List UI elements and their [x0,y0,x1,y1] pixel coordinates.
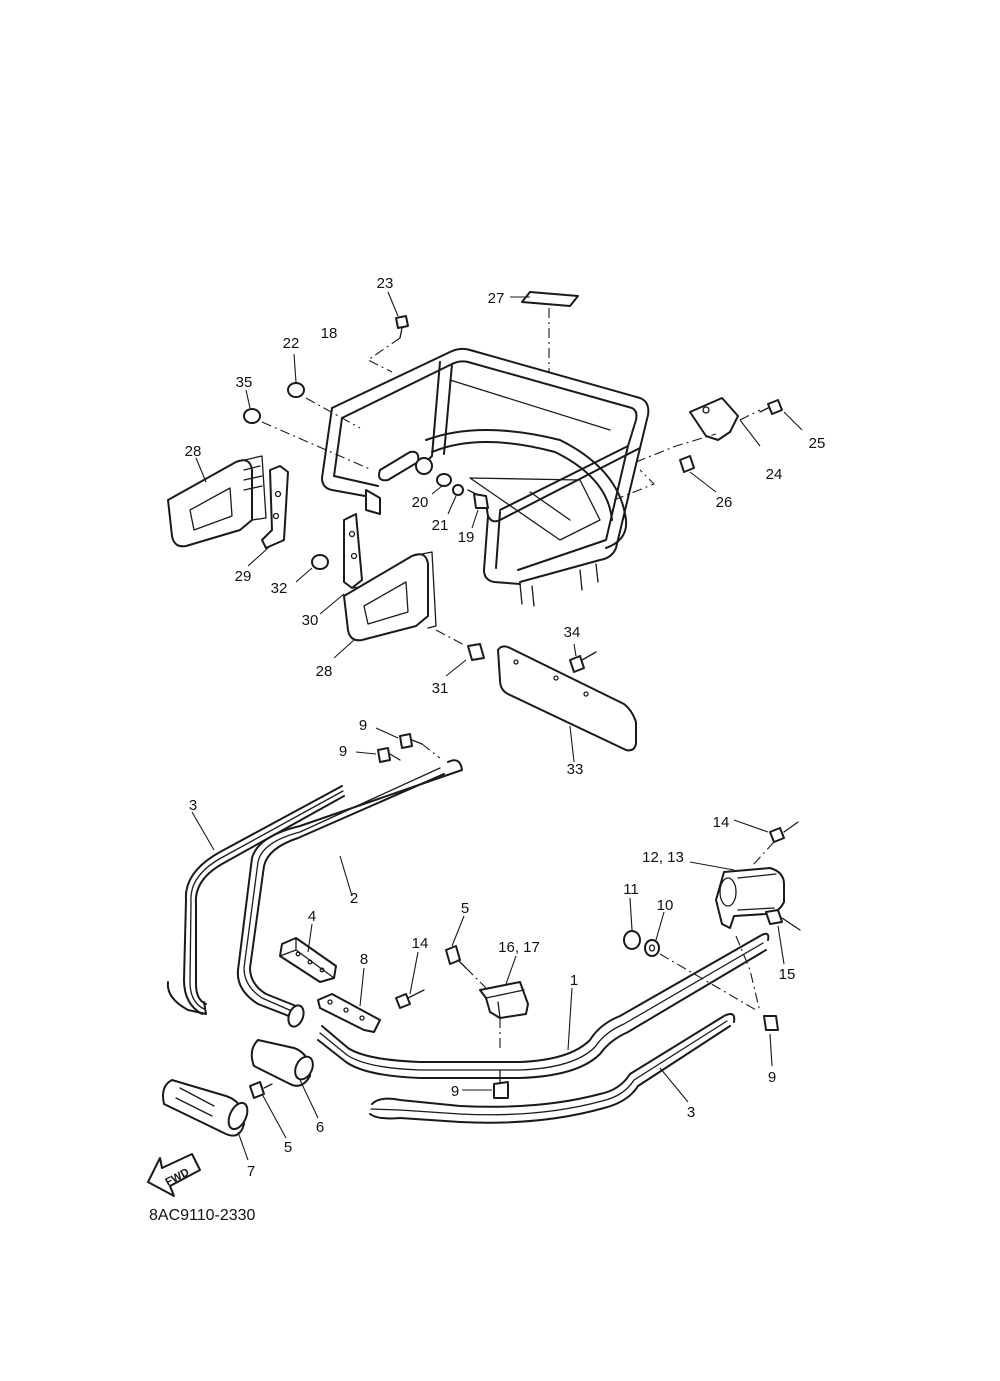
callout-27: 27 [488,290,505,307]
callout-14-right: 14 [713,814,730,831]
callout-25: 25 [809,435,826,452]
rail-3-left [166,785,345,1015]
bolt-9-right [763,1015,779,1067]
callout-9-b: 9 [339,743,347,760]
rail-3-lower [369,1013,736,1124]
screw-14-right [733,819,799,867]
callout-12-13: 12, 13 [642,849,684,866]
washer-10 [644,911,757,1011]
bolt-5-middle [445,915,487,989]
callout-28-left: 28 [185,443,202,460]
callout-4: 4 [308,908,316,925]
callout-33: 33 [567,761,584,778]
callout-24: 24 [766,466,783,483]
callout-10: 10 [657,897,674,914]
label-plate-27 [510,291,579,372]
collar-22 [287,353,361,429]
callout-2: 2 [350,890,358,907]
grip-6 [250,1039,319,1119]
callout-3-left: 3 [189,797,197,814]
callout-35: 35 [236,374,253,391]
rack-frame-18 [321,347,650,607]
bolts-9-top [355,727,441,763]
bracket-30 [319,513,369,615]
callout-8: 8 [360,951,368,968]
drawing-code: 8AC9110-2330 [149,1207,256,1224]
bolt-23 [366,291,409,373]
callout-32: 32 [271,580,288,597]
callout-9-a: 9 [359,717,367,734]
rail-1 [317,932,770,1079]
callout-15: 15 [779,966,796,983]
callout-16-17: 16, 17 [498,939,540,956]
callout-34: 34 [564,624,581,641]
callout-30: 30 [302,612,319,629]
callout-28-right: 28 [316,663,333,680]
callout-11: 11 [623,881,639,898]
washers-bolt-19-20-21 [431,473,489,529]
screw-14-middle [395,951,425,1009]
callout-3-lower: 3 [687,1104,695,1121]
bracket-16-17 [479,955,529,1052]
callout-6: 6 [316,1119,324,1136]
callout-9-right: 9 [768,1069,776,1086]
collar-32 [295,554,329,583]
callout-29: 29 [235,568,252,585]
callout-9-lower: 9 [451,1083,459,1100]
callout-26: 26 [716,494,733,511]
bracket-24 [613,397,803,501]
grip-7 [162,1079,249,1161]
side-cover-28-right [333,551,467,659]
callout-22: 22 [283,335,300,352]
callout-labels: 23 27 18 22 35 25 24 26 28 20 21 19 29 3… [185,275,826,1180]
callout-23: 23 [377,275,394,292]
callout-21: 21 [432,517,449,534]
side-cover-28-left [167,455,267,548]
plate-8 [317,967,381,1033]
callout-5-middle: 5 [461,900,469,917]
screw-15 [765,909,801,965]
collar-11 [623,897,641,950]
bolt-31 [445,643,485,677]
callout-19: 19 [458,529,475,546]
callout-31: 31 [432,680,449,697]
callout-1: 1 [570,972,578,989]
plate-33 [497,645,637,763]
bracket-29 [247,465,289,567]
callout-18: 18 [321,325,338,342]
callout-20: 20 [412,494,429,511]
block-4 [279,923,337,983]
fwd-arrow-icon: FWD [147,1153,201,1197]
bolt-9-lower [462,1069,509,1099]
callout-5-lower: 5 [284,1139,292,1156]
callout-14-middle: 14 [412,935,429,952]
bolt-5-lower [249,1081,287,1139]
screw-34 [569,643,597,673]
collar-35 [243,389,373,471]
callout-7: 7 [247,1163,255,1180]
